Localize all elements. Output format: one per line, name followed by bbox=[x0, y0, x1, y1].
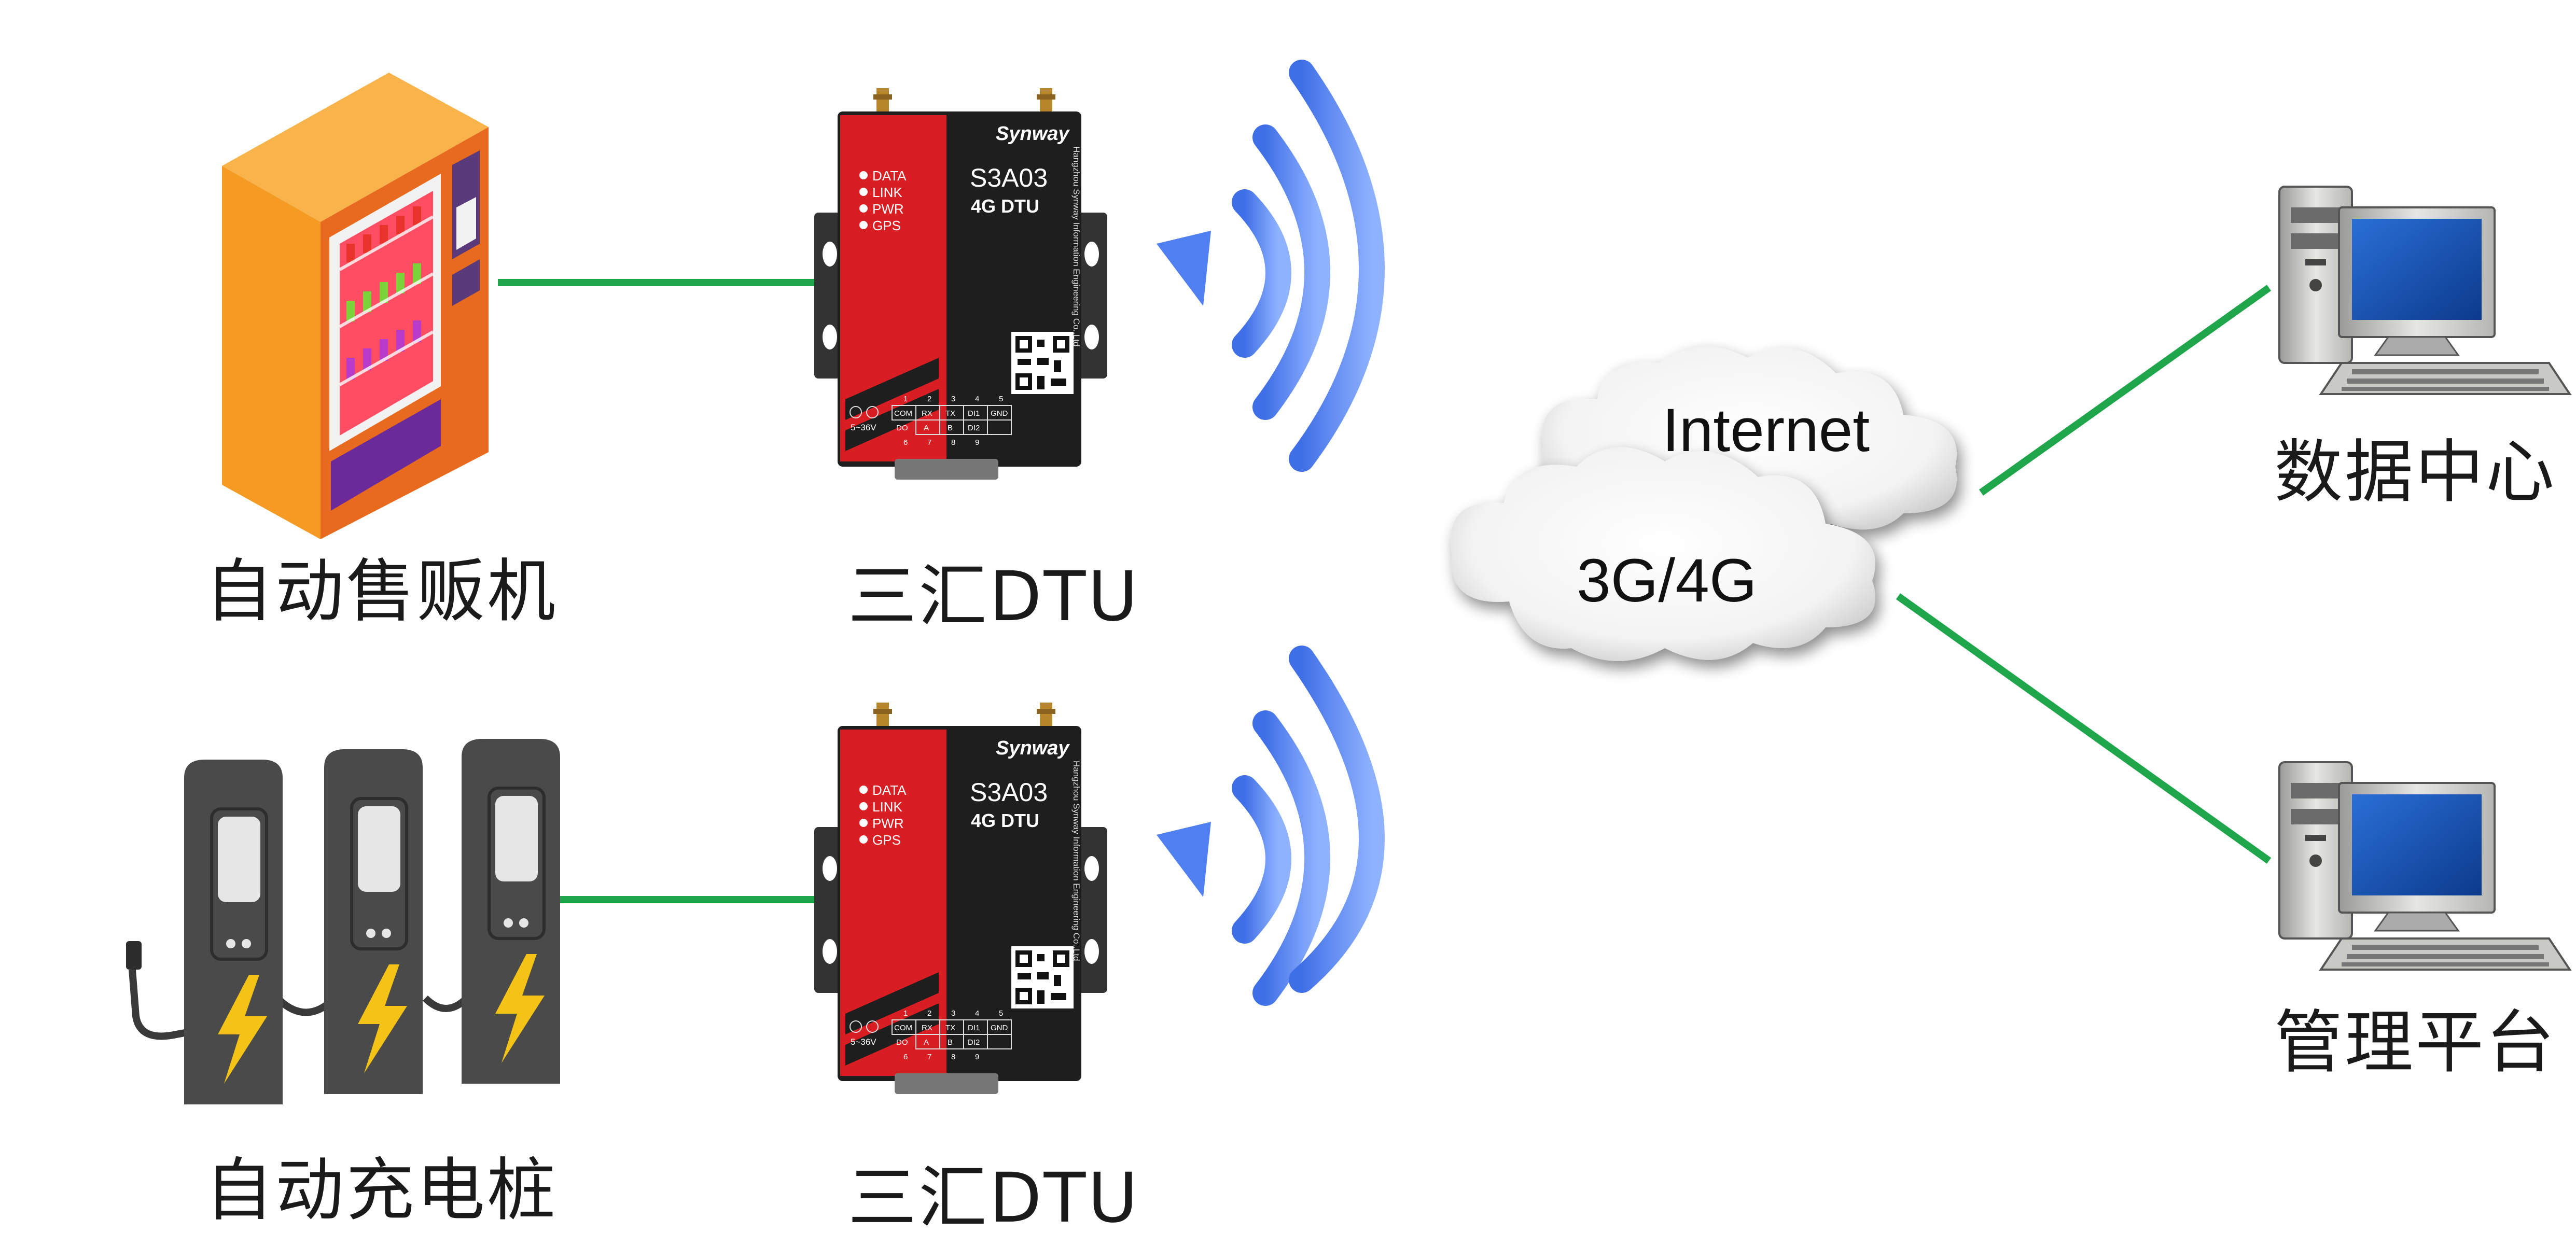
dtu-brand: Synway bbox=[996, 123, 1070, 145]
connection-lines bbox=[498, 279, 2272, 903]
svg-text:GND: GND bbox=[991, 409, 1008, 418]
svg-text:2: 2 bbox=[927, 395, 931, 403]
svg-text:TX: TX bbox=[945, 1024, 955, 1032]
svg-text:5: 5 bbox=[999, 395, 1003, 403]
dtu-subtitle: 4G DTU bbox=[971, 195, 1039, 217]
vending-items bbox=[339, 206, 434, 386]
svg-text:DO: DO bbox=[896, 1038, 908, 1047]
dtu-subtitle: 4G DTU bbox=[971, 810, 1039, 831]
dtu-top-label: 三汇DTU bbox=[848, 557, 1140, 637]
charging-pile-label: 自动充电桩 bbox=[205, 1151, 558, 1230]
wireless-signal-icon-top bbox=[1157, 60, 1385, 472]
svg-text:4: 4 bbox=[975, 1009, 979, 1018]
dtu-side-text: Hangzhou Synway Information Engineering … bbox=[1071, 761, 1081, 961]
svg-text:3: 3 bbox=[951, 1009, 955, 1018]
link-cloud-to-datacenter bbox=[1979, 285, 2272, 496]
dtu-brand: Synway bbox=[996, 737, 1070, 759]
internet-label: Internet bbox=[1662, 396, 1870, 465]
network-3g4g-label: 3G/4G bbox=[1577, 547, 1757, 615]
svg-text:A: A bbox=[924, 424, 929, 432]
dtu-terminal-block: 1 2 3 4 5 COM RX TX DI1 GND DO A B DI2 6… bbox=[850, 1009, 1012, 1061]
svg-text:2: 2 bbox=[927, 1009, 931, 1018]
data-center-computer-icon bbox=[2278, 186, 2572, 395]
svg-text:DO: DO bbox=[896, 424, 908, 432]
svg-text:3: 3 bbox=[951, 395, 955, 403]
dtu-model: S3A03 bbox=[970, 163, 1048, 192]
link-cloud-to-platform bbox=[1896, 593, 2272, 864]
svg-text:B: B bbox=[948, 1038, 953, 1047]
svg-text:DI1: DI1 bbox=[968, 409, 980, 418]
dtu-device-top: Synway S3A03 4G DTU DATA LINK PWR GPS Ha… bbox=[814, 88, 1107, 480]
wireless-signal-icon-bottom bbox=[1157, 646, 1385, 1006]
svg-text:PWR: PWR bbox=[872, 816, 904, 831]
svg-text:8: 8 bbox=[951, 438, 955, 447]
svg-text:COM: COM bbox=[894, 1024, 912, 1032]
svg-text:RX: RX bbox=[922, 409, 932, 418]
svg-text:GND: GND bbox=[991, 1024, 1008, 1032]
svg-text:9: 9 bbox=[975, 438, 979, 447]
svg-text:4: 4 bbox=[975, 395, 979, 403]
dtu-bottom-label: 三汇DTU bbox=[848, 1158, 1140, 1238]
dtu-terminal-block: 1 2 3 4 5 COM RX TX DI1 GND DO A B DI2 6… bbox=[850, 395, 1012, 447]
svg-text:DI1: DI1 bbox=[968, 1024, 980, 1032]
svg-text:PWR: PWR bbox=[872, 201, 904, 217]
svg-text:LINK: LINK bbox=[872, 799, 902, 815]
dtu-power: 5~36V bbox=[851, 1037, 876, 1047]
svg-text:COM: COM bbox=[894, 409, 912, 418]
svg-text:GPS: GPS bbox=[872, 832, 901, 848]
svg-text:A: A bbox=[924, 1038, 929, 1047]
dtu-side-text: Hangzhou Synway Information Engineering … bbox=[1071, 146, 1081, 347]
mobile-network-cloud-icon bbox=[1451, 447, 1875, 661]
lightning-bolt-icon bbox=[218, 975, 267, 1084]
dtu-device-bottom: Synway S3A03 4G DTU DATA LINK PWR GPS Ha… bbox=[814, 703, 1107, 1094]
management-platform-label: 管理平台 bbox=[2274, 1003, 2556, 1083]
svg-text:B: B bbox=[948, 424, 953, 432]
svg-text:7: 7 bbox=[927, 438, 931, 447]
svg-text:1: 1 bbox=[903, 1009, 908, 1018]
vending-machine-icon bbox=[222, 73, 489, 539]
svg-text:DATA: DATA bbox=[872, 168, 907, 184]
dtu-leds: DATA LINK PWR GPS bbox=[859, 782, 907, 848]
svg-text:8: 8 bbox=[951, 1053, 955, 1061]
svg-text:GPS: GPS bbox=[872, 218, 901, 233]
svg-text:LINK: LINK bbox=[872, 185, 902, 200]
svg-text:DI2: DI2 bbox=[968, 1038, 980, 1047]
dtu-qr-code bbox=[1011, 332, 1074, 394]
svg-text:1: 1 bbox=[903, 395, 908, 403]
svg-text:DI2: DI2 bbox=[968, 424, 980, 432]
charging-cable bbox=[129, 969, 219, 1040]
svg-text:5: 5 bbox=[999, 1009, 1003, 1018]
svg-text:6: 6 bbox=[903, 1053, 908, 1061]
vending-machine-label: 自动售贩机 bbox=[205, 552, 558, 632]
dtu-power: 5~36V bbox=[851, 423, 876, 432]
charging-pile-icon bbox=[126, 739, 560, 1104]
dtu-leds: DATA LINK PWR GPS bbox=[859, 168, 907, 233]
dtu-qr-code bbox=[1011, 946, 1074, 1008]
svg-text:TX: TX bbox=[945, 409, 955, 418]
lightning-bolt-icon bbox=[495, 954, 545, 1063]
svg-text:9: 9 bbox=[975, 1053, 979, 1061]
charger-unit-3 bbox=[462, 739, 560, 1084]
lightning-bolt-icon bbox=[358, 964, 407, 1073]
dtu-model: S3A03 bbox=[970, 778, 1048, 807]
svg-text:6: 6 bbox=[903, 438, 908, 447]
svg-text:RX: RX bbox=[922, 1024, 932, 1032]
management-platform-computer-icon bbox=[2278, 761, 2572, 971]
svg-text:7: 7 bbox=[927, 1053, 931, 1061]
charger-unit-2 bbox=[324, 749, 423, 1094]
svg-text:DATA: DATA bbox=[872, 782, 907, 798]
data-center-label: 数据中心 bbox=[2274, 432, 2556, 512]
charger-unit-1 bbox=[184, 760, 283, 1104]
